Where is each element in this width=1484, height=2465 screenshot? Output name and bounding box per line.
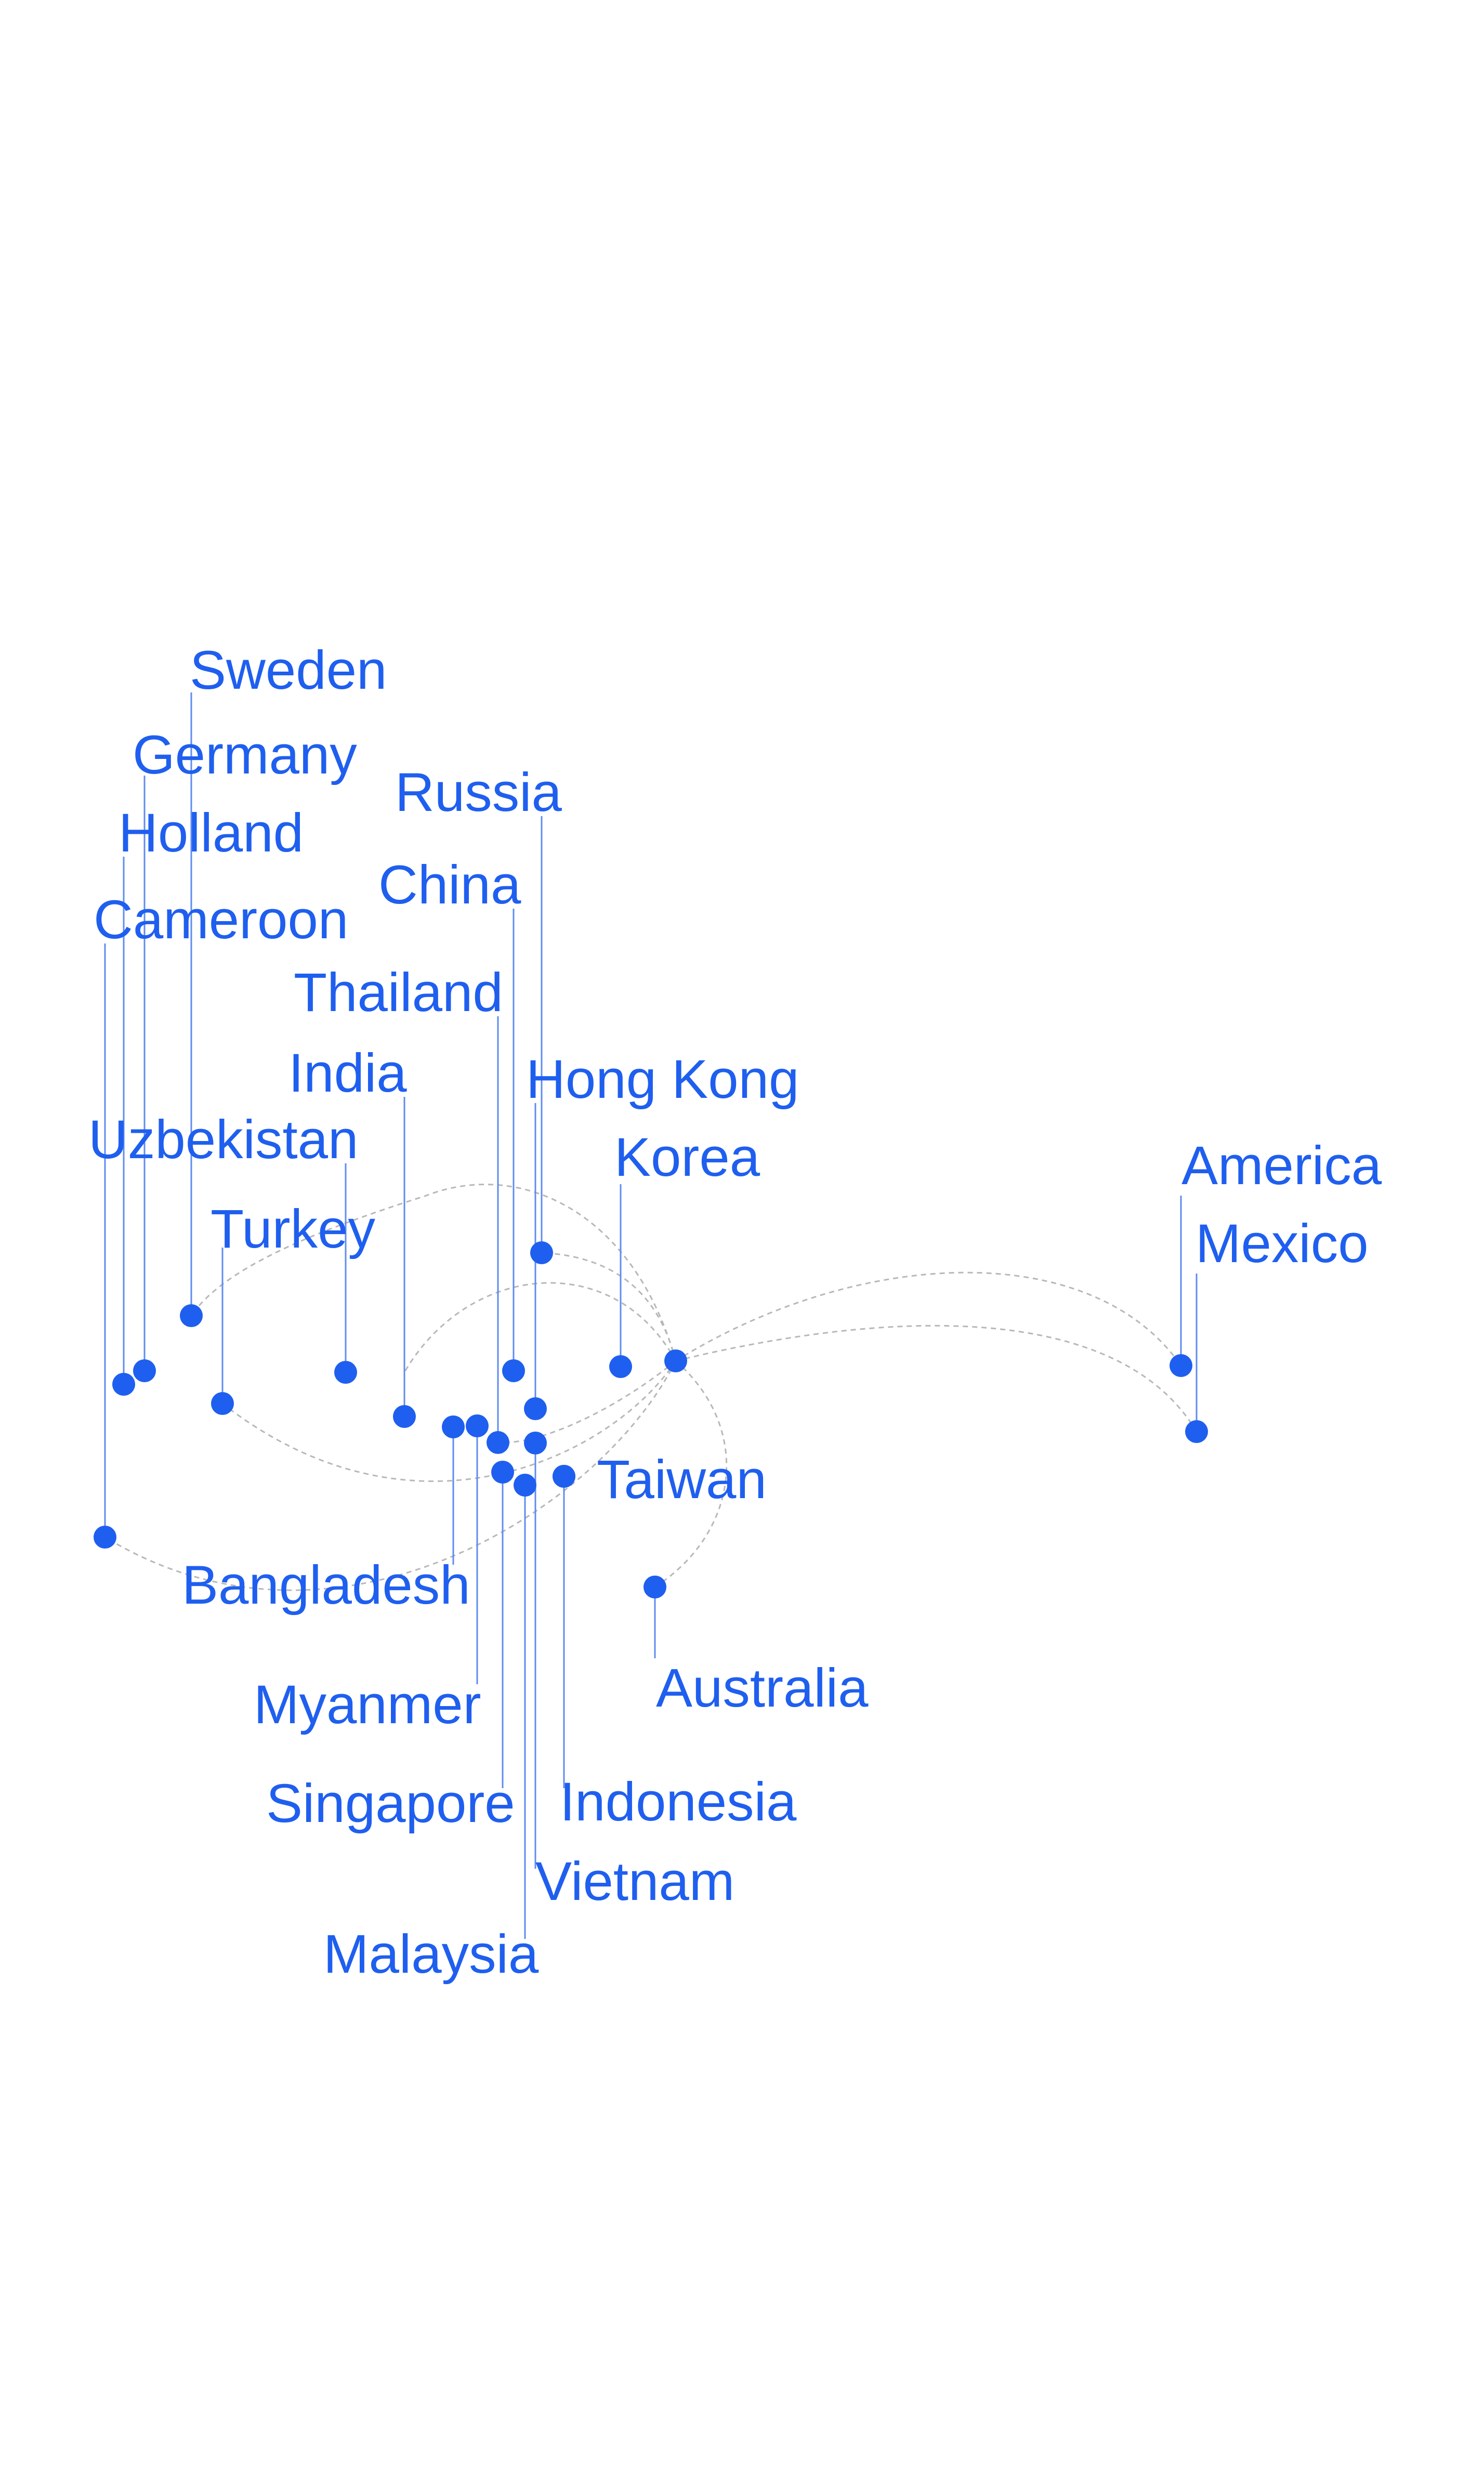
label-sweden: Sweden	[190, 640, 387, 701]
label-india: India	[288, 1043, 407, 1104]
label-china: China	[378, 855, 521, 915]
label-australia: Australia	[656, 1658, 869, 1719]
marker-singapore	[491, 1461, 514, 1484]
label-hongkong: Hong Kong	[526, 1049, 799, 1110]
leader-lines	[104, 692, 1198, 1939]
label-mexico: Mexico	[1196, 1213, 1369, 1274]
label-bangladesh: Bangladesh	[182, 1555, 470, 1616]
marker-thailand	[487, 1431, 509, 1454]
marker-korea	[609, 1355, 632, 1378]
route-line	[403, 1282, 677, 1373]
marker-australia	[643, 1576, 666, 1598]
location-labels: SwedenGermanyHollandCameroonUzbekistanTu…	[88, 640, 1382, 1985]
marker-uzbekistan	[334, 1361, 357, 1384]
marker-vietnam	[524, 1432, 547, 1454]
label-holland: Holland	[119, 803, 304, 863]
label-indonesia: Indonesia	[560, 1772, 797, 1832]
marker-holland	[112, 1373, 135, 1396]
marker-cameroon	[94, 1526, 116, 1549]
marker-russia	[530, 1241, 553, 1264]
marker-hub	[664, 1349, 687, 1372]
route-line	[675, 1325, 1198, 1432]
label-myanmer: Myanmer	[254, 1674, 481, 1735]
route-line	[190, 1184, 677, 1361]
label-korea: Korea	[614, 1127, 760, 1188]
marker-turkey	[211, 1392, 234, 1415]
label-taiwan: Taiwan	[597, 1449, 767, 1510]
route-line	[497, 1360, 676, 1444]
marker-china	[502, 1359, 525, 1382]
route-line	[541, 1252, 677, 1361]
location-markers	[94, 1241, 1208, 1598]
label-uzbekistan: Uzbekistan	[88, 1109, 358, 1170]
marker-america	[1170, 1354, 1192, 1377]
marker-india	[393, 1405, 416, 1428]
label-america: America	[1181, 1135, 1382, 1196]
marker-myanmer	[466, 1414, 489, 1437]
label-thailand: Thailand	[294, 962, 503, 1023]
route-line	[654, 1360, 728, 1588]
marker-mexico	[1185, 1420, 1208, 1443]
route-line	[675, 1271, 1182, 1366]
label-russia: Russia	[395, 762, 562, 823]
marker-bangladesh	[442, 1415, 465, 1438]
marker-sweden	[180, 1304, 203, 1327]
label-malaysia: Malaysia	[323, 1924, 539, 1985]
marker-malaysia	[514, 1474, 536, 1497]
label-turkey: Turkey	[211, 1199, 375, 1260]
label-vietnam: Vietnam	[535, 1851, 734, 1912]
label-cameroon: Cameroon	[94, 889, 348, 950]
route-lines	[104, 1184, 1198, 1591]
marker-hongkong	[524, 1397, 547, 1420]
label-germany: Germany	[133, 725, 357, 785]
marker-germany	[133, 1359, 156, 1382]
label-singapore: Singapore	[266, 1773, 515, 1834]
marker-indonesia	[553, 1465, 575, 1488]
